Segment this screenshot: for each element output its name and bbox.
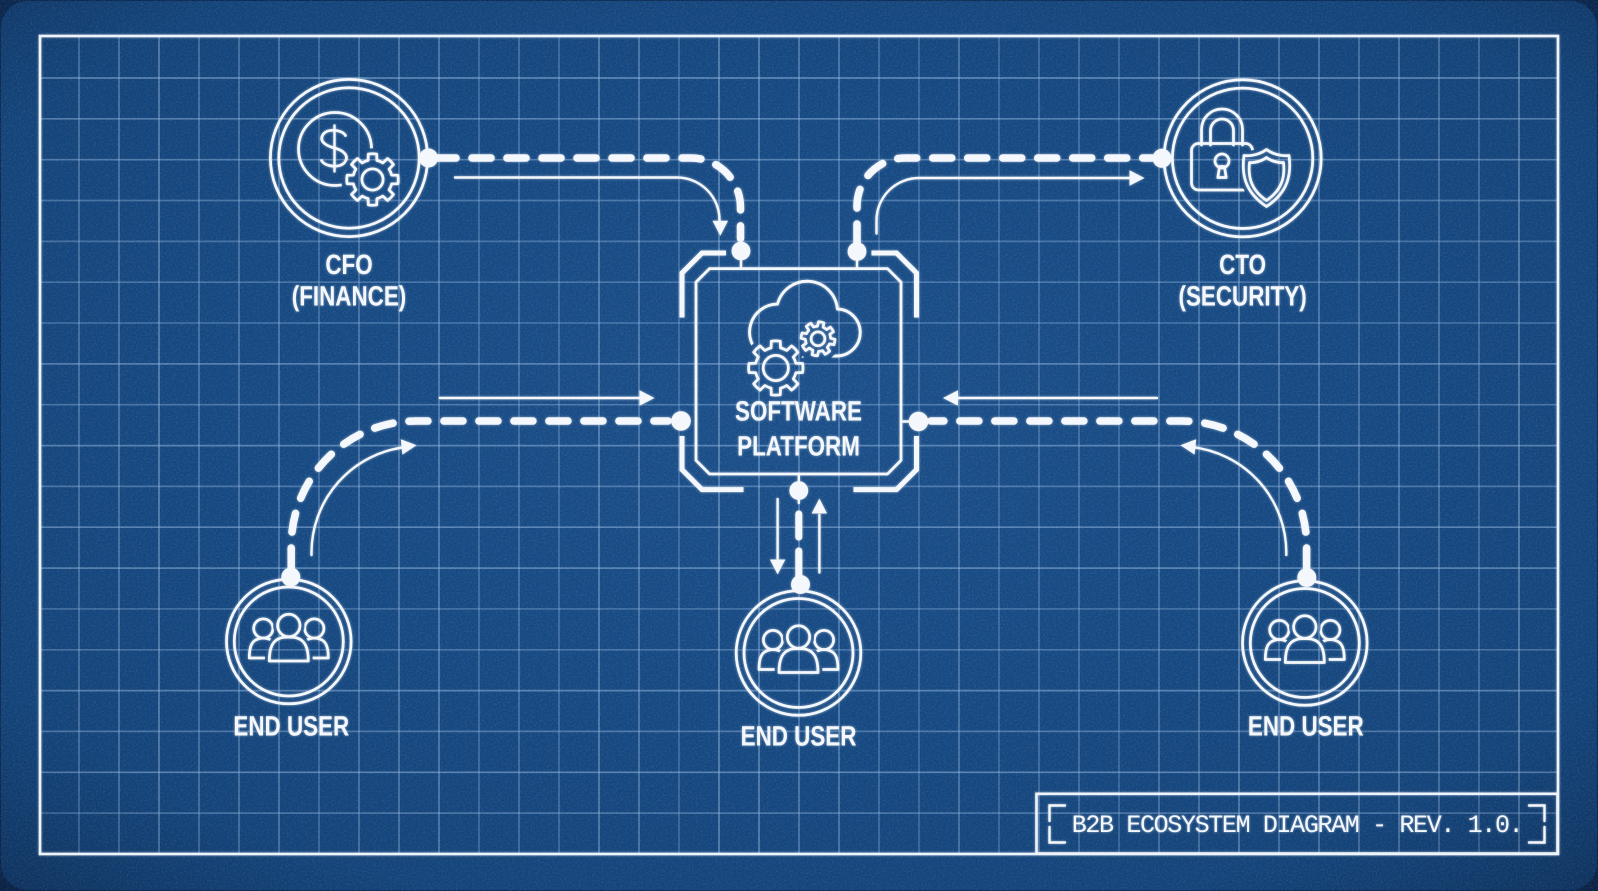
svg-text:CTO: CTO xyxy=(1219,249,1266,280)
svg-text:PLATFORM: PLATFORM xyxy=(737,431,860,462)
svg-text:END USER: END USER xyxy=(233,710,349,741)
svg-text:(SECURITY): (SECURITY) xyxy=(1179,281,1307,312)
svg-text:(FINANCE): (FINANCE) xyxy=(292,281,406,312)
svg-text:B2B ECOSYSTEM DIAGRAM - REV. 1: B2B ECOSYSTEM DIAGRAM - REV. 1.0. xyxy=(1072,811,1523,840)
svg-text:END USER: END USER xyxy=(741,721,857,752)
svg-text:END USER: END USER xyxy=(1248,711,1364,742)
svg-text:CFO: CFO xyxy=(325,249,372,280)
svg-text:SOFTWARE: SOFTWARE xyxy=(735,396,862,427)
